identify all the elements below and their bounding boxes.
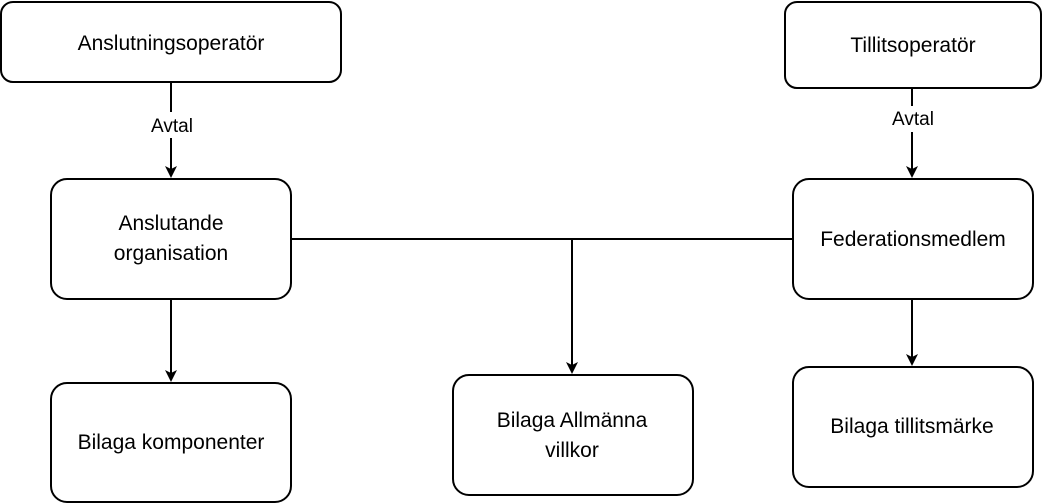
edge-label-text: Avtal <box>892 109 934 130</box>
node-label: Federationsmedlem <box>820 228 1006 251</box>
edge-label-avtal-left: Avtal <box>145 112 199 138</box>
node-bilaga-komponenter: Bilaga komponenter <box>50 382 292 503</box>
node-label-line-1: Anslutande <box>118 212 223 235</box>
node-label: Tillitsoperatör <box>850 34 975 57</box>
node-label: Bilaga tillitsmärke <box>830 415 993 438</box>
node-bilaga-tillitsmarke: Bilaga tillitsmärke <box>792 366 1034 488</box>
node-federationsmedlem: Federationsmedlem <box>792 178 1034 300</box>
node-anslutningsoperator: Anslutningsoperatör <box>0 1 342 83</box>
node-label-line-1: Bilaga Allmänna <box>497 409 648 432</box>
node-label: Anslutningsoperatör <box>78 32 265 55</box>
node-tillitsoperator: Tillitsoperatör <box>784 1 1042 89</box>
node-bilaga-allmanna-villkor: Bilaga Allmänna villkor <box>452 374 694 496</box>
node-label-line-2: villkor <box>545 439 599 462</box>
node-label: Bilaga komponenter <box>78 431 265 454</box>
edge-label-text: Avtal <box>151 116 193 137</box>
node-anslutande-organisation: Anslutande organisation <box>50 178 292 300</box>
node-label-line-2: organisation <box>114 242 228 265</box>
edge-label-avtal-right: Avtal <box>885 106 941 132</box>
